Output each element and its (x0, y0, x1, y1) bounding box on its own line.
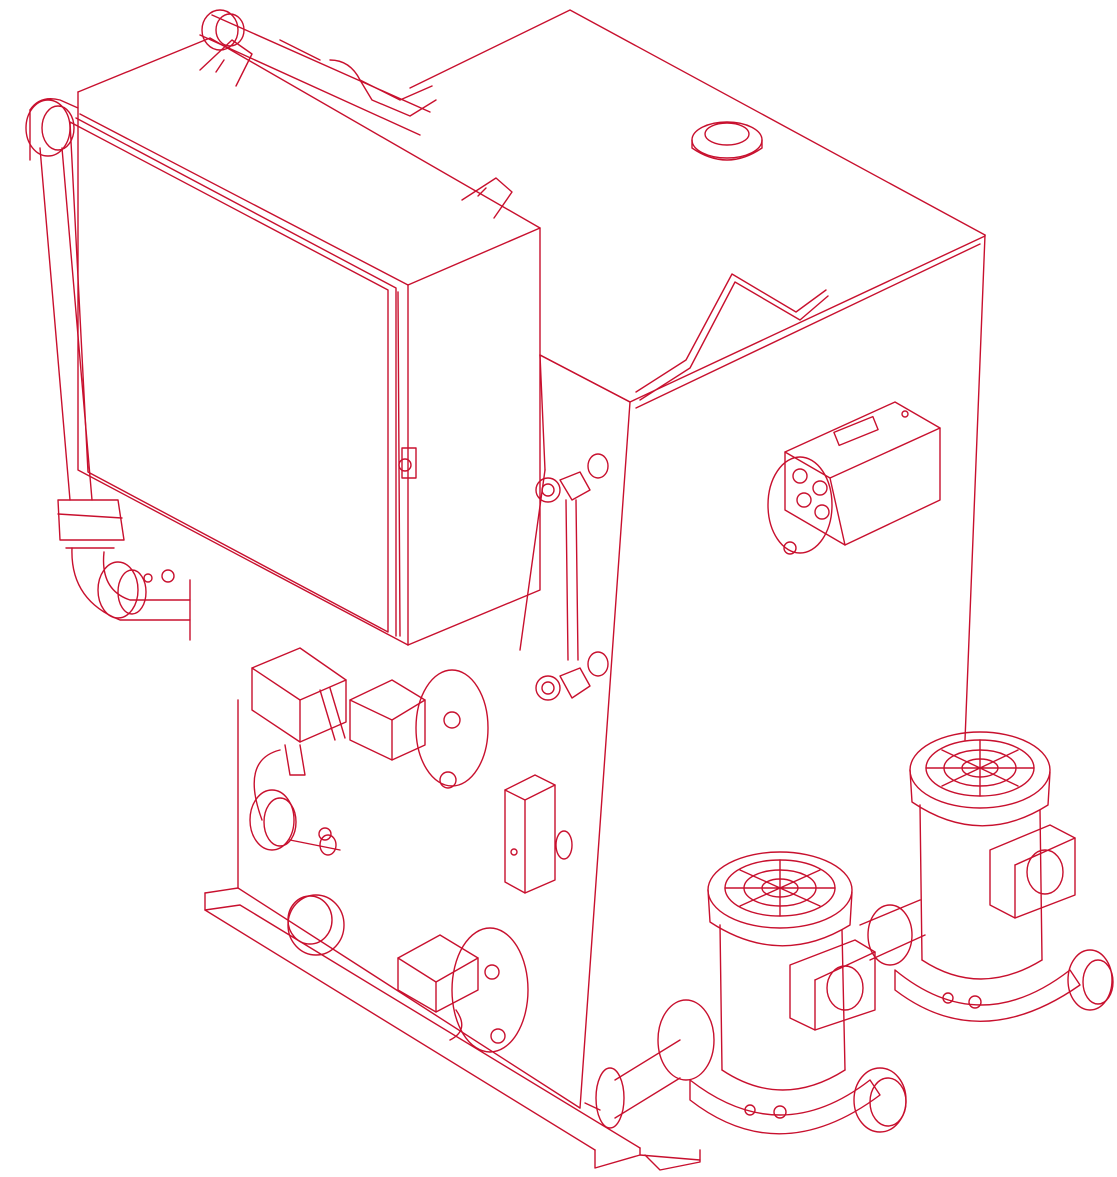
float-switch-lower (287, 894, 529, 1053)
level-sensor (504, 774, 573, 894)
junction-box-right (767, 401, 941, 555)
vent-pipe-left (25, 98, 191, 641)
top-pipe (199, 9, 437, 136)
control-panel (69, 37, 541, 646)
pressure-gauge (249, 789, 341, 856)
float-switch-upper (251, 647, 489, 821)
pump-front (584, 851, 907, 1135)
pump-rear (859, 731, 1114, 1022)
base-channel (204, 887, 701, 1171)
sight-glass (535, 453, 609, 701)
tank-body (237, 9, 986, 1109)
